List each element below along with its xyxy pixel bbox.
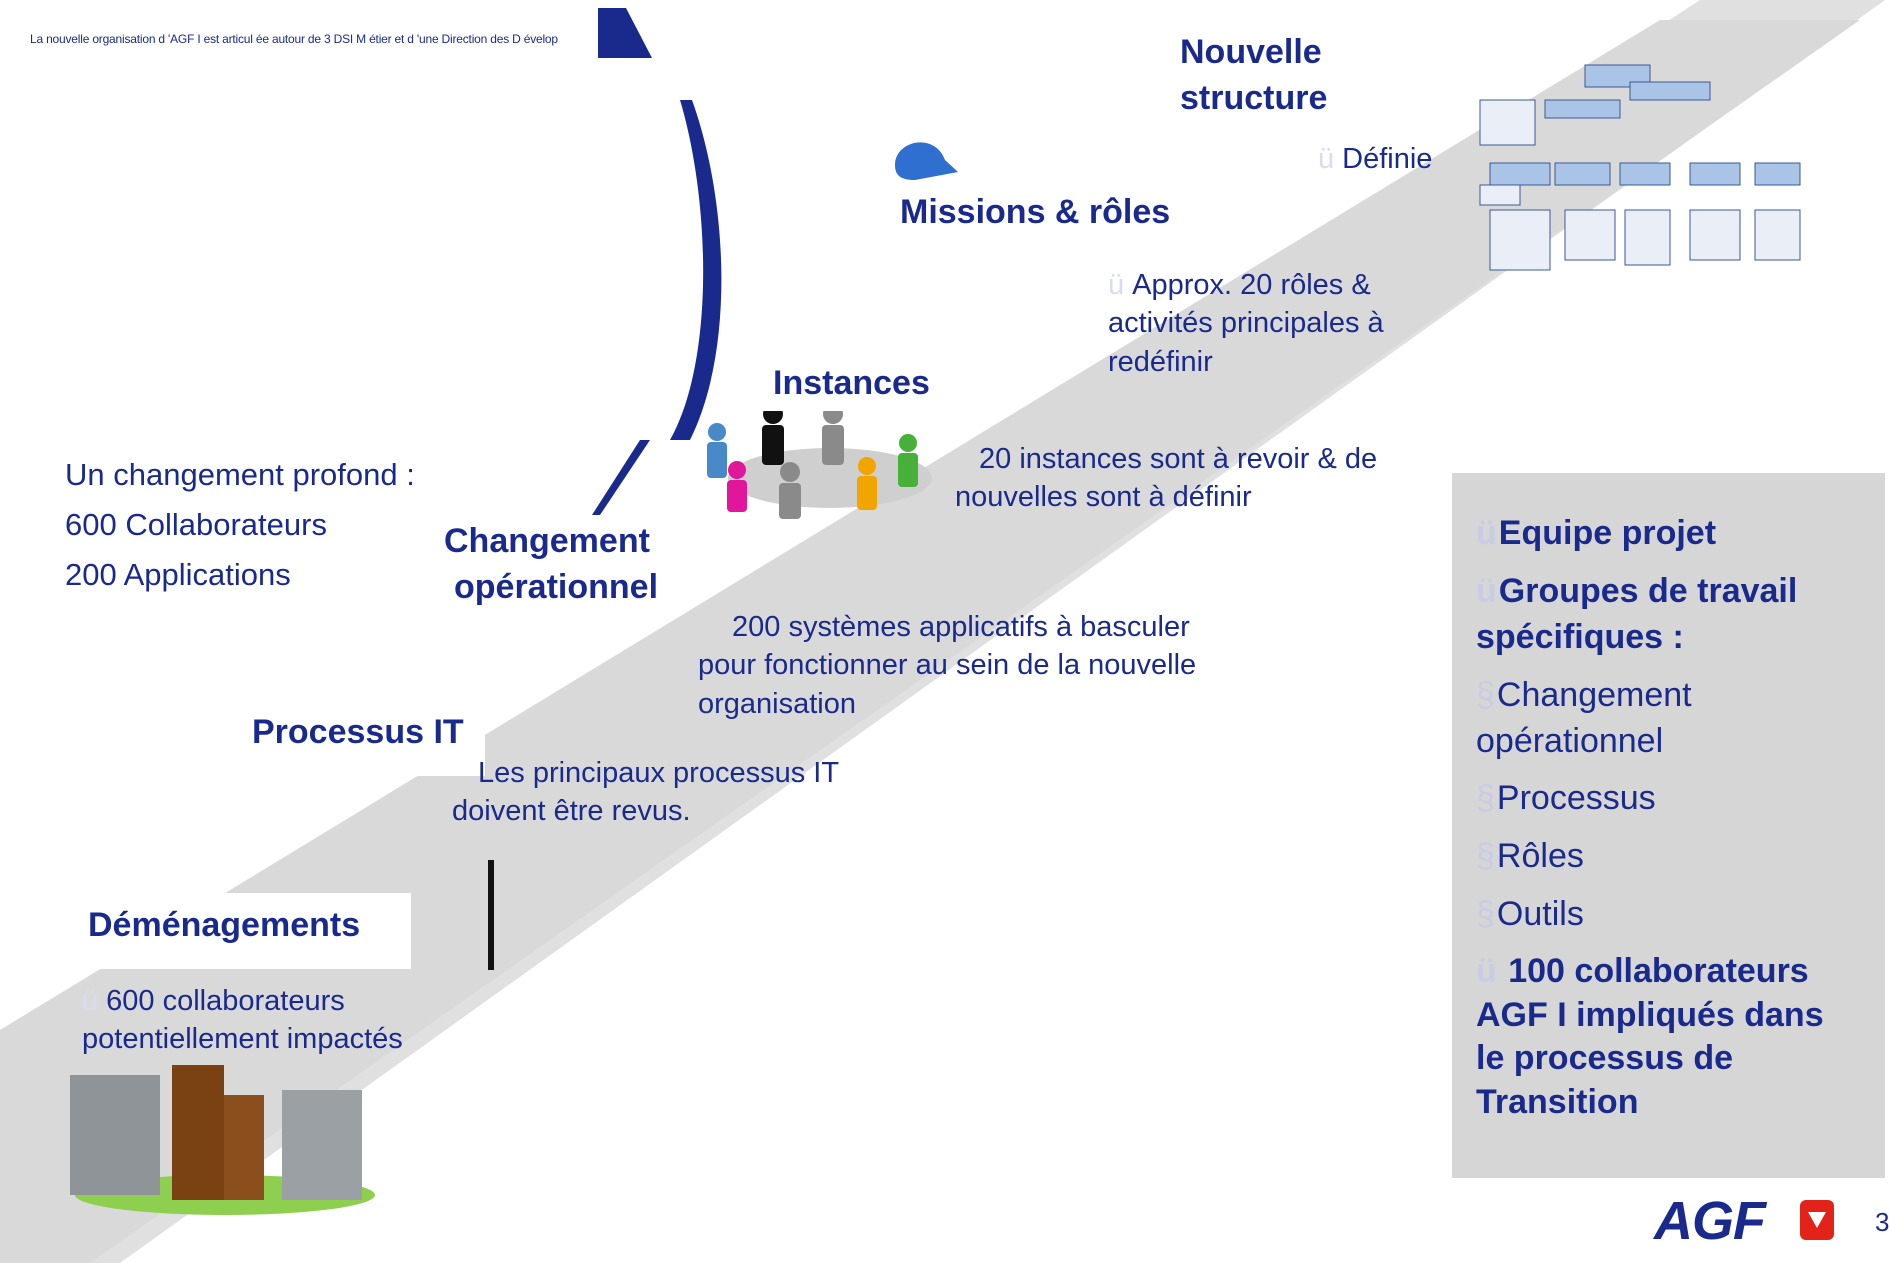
intro-block: Un changement profond : 600 Collaborateu… xyxy=(65,450,415,600)
panel-subitem: §Rôles xyxy=(1476,834,1865,880)
check-icon: ü xyxy=(1476,514,1497,552)
step-label-line: Changement xyxy=(444,522,650,560)
check-icon: ü xyxy=(82,985,99,1017)
panel-text: Equipe projet xyxy=(1498,514,1717,552)
section-bullet-icon: § xyxy=(1476,675,1495,714)
panel-subitem: §Changement opérationnel xyxy=(1476,673,1865,765)
processus-it-desc: Les principaux processus IT doivent être… xyxy=(452,754,839,831)
step-processus-it: Processus IT xyxy=(230,700,485,776)
panel-text: Rôles xyxy=(1496,837,1584,876)
project-team-panel: üEquipe projet üGroupes de travail spéci… xyxy=(1452,473,1885,1178)
panel-subitem: §Outils xyxy=(1476,892,1865,938)
panel-text: AGF I impliqués dans xyxy=(1476,995,1824,1034)
desc-text: redéfinir xyxy=(1108,345,1213,378)
intro-line-1: Un changement profond : xyxy=(65,457,415,492)
check-icon: ü xyxy=(1476,571,1497,610)
desc-text: doivent être revus. xyxy=(452,795,691,828)
step-missions-roles: Missions & rôles xyxy=(880,180,1218,256)
org-chart-thumbnail xyxy=(1479,64,1801,271)
cap-illustration xyxy=(895,142,958,180)
desc-text: 600 collaborateurs xyxy=(106,985,345,1017)
step-label-line: Nouvelle xyxy=(1180,33,1322,71)
check-icon: ü xyxy=(1476,952,1497,991)
step-changement-operationnel: Changement opérationnel xyxy=(424,517,674,619)
step-demenagements: Déménagements xyxy=(66,893,411,969)
page-number: 3 xyxy=(1875,1207,1889,1237)
intro-line-3: 200 Applications xyxy=(65,557,291,592)
desc-text: nouvelles sont à définir xyxy=(955,481,1252,514)
panel-text: Outils xyxy=(1496,895,1584,934)
header-triangle xyxy=(598,8,652,58)
panel-text: Changement xyxy=(1496,675,1692,714)
panel-text: Groupes de travail xyxy=(1498,571,1798,610)
agf-logo: AGF xyxy=(1654,1191,1766,1251)
divider-line xyxy=(488,860,494,970)
slide-header: La nouvelle organisation d 'AGF I est ar… xyxy=(30,32,558,46)
step-label-line: opérationnel xyxy=(454,567,659,606)
blue-wedge xyxy=(592,440,650,515)
agf-logo-mark xyxy=(1800,1200,1834,1240)
panel-item: ü 100 collaborateurs AGF I impliqués dan… xyxy=(1476,950,1865,1124)
step-label-line: structure xyxy=(1180,78,1328,117)
panel-subitem: §Processus xyxy=(1476,776,1865,822)
panel-item: üGroupes de travail spécifiques : xyxy=(1476,569,1865,661)
check-icon: ü xyxy=(1108,269,1125,301)
panel-text: Transition xyxy=(1476,1082,1639,1121)
panel-text: spécifiques : xyxy=(1476,617,1684,656)
desc-text: Définie xyxy=(1342,143,1433,175)
section-bullet-icon: § xyxy=(1476,837,1495,876)
step-label-line: Déménagements xyxy=(88,906,361,944)
desc-text: Approx. 20 rôles & xyxy=(1132,269,1371,301)
instances-desc: 20 instances sont à revoir & de nouvelle… xyxy=(955,440,1377,517)
check-icon: ü xyxy=(1318,143,1335,175)
diagonal-band-upper xyxy=(0,20,1860,1263)
step-nouvelle-structure: Nouvelle structure xyxy=(1160,28,1470,128)
step-white-block xyxy=(440,390,665,440)
step-instances: Instances xyxy=(733,335,985,411)
panel-text: opérationnel xyxy=(1476,721,1664,760)
panel-item: üEquipe projet xyxy=(1476,511,1865,557)
changement-desc: 200 systèmes applicatifs à basculer pour… xyxy=(698,608,1196,723)
desc-text: Les principaux processus IT xyxy=(478,757,840,789)
buildings-illustration xyxy=(70,1065,375,1215)
desc-text: potentiellement impactés xyxy=(82,1023,403,1056)
section-bullet-icon: § xyxy=(1476,895,1495,934)
blue-curve xyxy=(670,100,722,440)
panel-text: le processus de xyxy=(1476,1039,1734,1078)
section-bullet-icon: § xyxy=(1476,779,1495,818)
desc-text: activités principales à xyxy=(1108,307,1384,340)
step-label-line: Instances xyxy=(773,364,930,402)
desc-text: 20 instances sont à revoir & de xyxy=(979,443,1378,475)
intro-line-2: 600 Collaborateurs xyxy=(65,507,327,542)
panel-text: 100 collaborateurs xyxy=(1508,952,1809,991)
desc-text: 200 systèmes applicatifs à basculer xyxy=(732,611,1190,643)
desc-text: organisation xyxy=(698,687,856,720)
step-label-line: Missions & rôles xyxy=(900,193,1171,231)
desc-text: pour fonctionner au sein de la nouvelle xyxy=(698,649,1197,682)
panel-text: Processus xyxy=(1496,779,1656,818)
step-label-line: Processus IT xyxy=(252,713,464,751)
